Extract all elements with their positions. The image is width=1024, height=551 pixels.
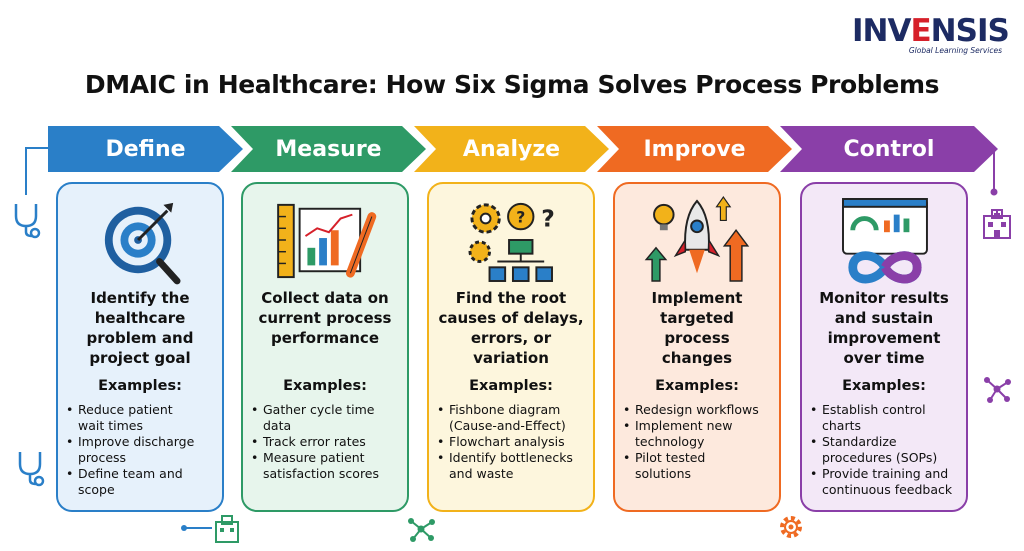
phase-label: Define [105,136,186,162]
rocket-lightbulb-icon [644,196,750,282]
phase-arrow-define: Define [48,126,243,172]
stethoscope-icon [18,452,45,487]
logo-wordmark: INVENSIS [852,13,1010,49]
list-item: Track error rates [251,434,403,450]
dashboard-infinity-icon [842,198,928,284]
phase-arrow-improve: Improve [597,126,792,172]
phase-label: Measure [275,136,382,162]
target-magnifier-icon [104,202,181,285]
ruler-chart-pencil-icon [277,203,377,279]
molecule-icon [408,518,435,542]
hospital-icon [181,515,239,543]
examples-heading: Examples: [655,378,739,394]
phase-label: Improve [643,136,746,162]
gear-icon [780,516,802,538]
examples-heading: Examples: [283,378,367,394]
page-title: DMAIC in Healthcare: How Six Sigma Solve… [84,70,940,99]
examples-heading: Examples: [98,378,182,394]
svg-text:?: ? [516,208,525,226]
examples-heading: Examples: [842,378,926,394]
stethoscope-icon [14,204,41,239]
examples-heading: Examples: [469,378,553,394]
examples-list: Redesign workflows Implement newtechnolo… [623,402,775,482]
hospital-icon [983,209,1011,239]
list-item: Fishbone diagram(Cause-and-Effect) [437,402,589,434]
phase-arrow-measure: Measure [231,126,426,172]
phase-label: Analyze [462,136,561,162]
phase-arrow-analyze: Analyze [414,126,609,172]
molecule-icon [984,377,1011,403]
invensis-logo: INVENSIS Global Learning Services [852,14,1012,64]
gears-flowchart-icon: ? ? [468,202,555,282]
phase-arrow-control: Control [780,126,998,172]
svg-text:?: ? [541,204,555,232]
examples-list: Fishbone diagram(Cause-and-Effect) Flowc… [437,402,589,482]
list-item: Flowchart analysis [437,434,589,450]
list-item: Redesign workflows [623,402,775,418]
phase-label: Control [843,136,935,162]
logo-tagline: Global Learning Services [908,46,1002,55]
